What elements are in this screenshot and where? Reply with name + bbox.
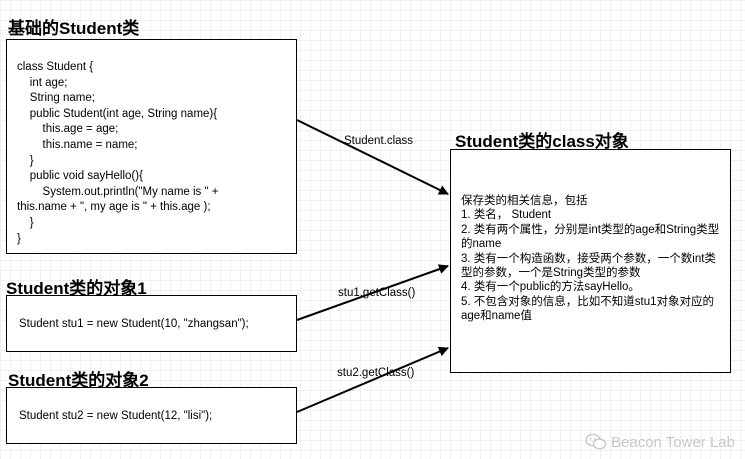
code-line: this.name + ", my age is " + this.age ); bbox=[17, 201, 211, 214]
code-line: } bbox=[17, 232, 21, 245]
description-line: 4. 类有一个public的方法sayHello。 bbox=[461, 281, 640, 294]
code-line: public void sayHello(){ bbox=[17, 170, 143, 183]
object1-title: Student类的对象1 bbox=[6, 279, 147, 298]
object1-box: Student stu1 = new Student(10, "zhangsan… bbox=[6, 295, 297, 352]
class-object-title: Student类的class对象 bbox=[455, 132, 629, 151]
stu1-arrow bbox=[296, 264, 449, 321]
code-line: String name; bbox=[17, 92, 95, 105]
code-line: System.out.println("My name is " + bbox=[17, 185, 219, 198]
class-definition-title: 基础的Student类 bbox=[8, 19, 140, 38]
object2-box: Student stu2 = new Student(12, "lisi"); bbox=[6, 387, 297, 444]
description-line: 2. 类有两个属性，分别是int类型的age和String类型的name bbox=[461, 223, 720, 251]
wechat-icon bbox=[585, 433, 607, 450]
object2-code: Student stu2 = new Student(12, "lisi"); bbox=[19, 410, 213, 422]
object2-title: Student类的对象2 bbox=[8, 371, 149, 390]
description-line: 3. 类有一个构造函数，接受两个参数，一个数int类型的参数，一个是String… bbox=[461, 252, 716, 280]
class-code-block: class Student { int age; String name; pu… bbox=[17, 60, 290, 247]
code-line: int age; bbox=[17, 76, 68, 89]
object1-code: Student stu1 = new Student(10, "zhangsan… bbox=[19, 318, 249, 330]
description-line: 5. 不包含对象的信息，比如不知道stu1对象对应的age和name值 bbox=[461, 295, 715, 323]
watermark: Beacon Tower Lab bbox=[585, 433, 735, 451]
class-definition-box: class Student { int age; String name; pu… bbox=[6, 39, 297, 254]
class-edge-label: Student.class bbox=[344, 135, 414, 147]
stu2-edge-label: stu2.getClass() bbox=[337, 367, 415, 379]
code-line: public Student(int age, String name){ bbox=[17, 107, 218, 120]
class-arrow bbox=[296, 119, 449, 195]
stu1-edge-label: stu1.getClass() bbox=[338, 287, 416, 299]
code-line: this.name = name; bbox=[17, 138, 138, 151]
code-line: } bbox=[17, 154, 34, 167]
code-line: class Student { bbox=[17, 61, 94, 73]
code-line: this.age = age; bbox=[17, 123, 119, 136]
code-line: } bbox=[17, 216, 34, 229]
watermark-text: Beacon Tower Lab bbox=[611, 433, 735, 451]
stu2-arrow bbox=[296, 346, 449, 413]
description-line: 保存类的相关信息，包括 bbox=[461, 195, 588, 207]
description-line: 1. 类名， Student bbox=[461, 209, 552, 222]
